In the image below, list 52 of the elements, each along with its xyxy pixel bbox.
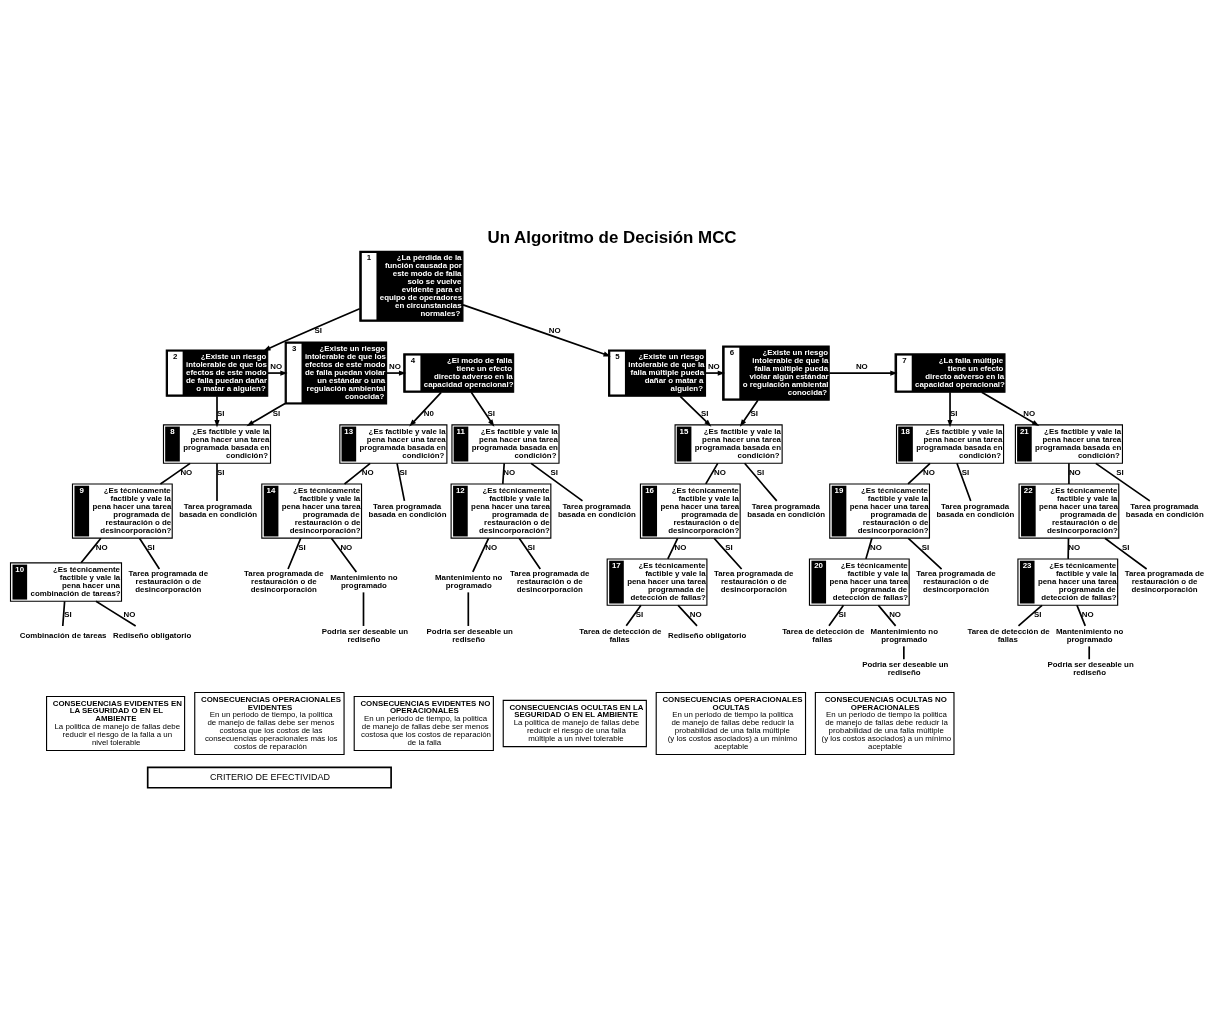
connector: [625, 603, 642, 627]
connector: [907, 536, 943, 570]
connector: [61, 600, 66, 627]
connector: [956, 462, 972, 502]
connector: [704, 462, 719, 485]
connector: [865, 536, 873, 560]
connector: [518, 536, 542, 570]
connector: [362, 591, 365, 627]
connector: [396, 462, 406, 502]
arrow: [462, 303, 611, 356]
connector: [877, 603, 897, 627]
connector: [80, 536, 102, 564]
arrow: [947, 391, 953, 427]
connector: [95, 600, 137, 627]
connector: [1088, 645, 1091, 660]
connector: [287, 536, 302, 570]
connector: [677, 603, 698, 627]
connector: [1076, 603, 1087, 627]
connector: [471, 536, 490, 573]
connector: [467, 591, 470, 627]
connector: [1067, 536, 1070, 560]
node-box: CRITERIO DE EFECTIVIDAD: [146, 766, 392, 789]
arrow: [214, 394, 220, 427]
connector: [713, 536, 743, 570]
connector: [1068, 462, 1070, 485]
connector: [159, 462, 191, 485]
connector: [667, 536, 679, 560]
arrow: [679, 394, 712, 427]
arrow: [980, 390, 1040, 426]
arrow: [828, 370, 898, 376]
connector: [743, 462, 778, 502]
arrow: [263, 307, 361, 351]
arrow: [470, 391, 495, 427]
arrow: [266, 370, 288, 376]
diagram-title: Un Algoritmo de Decisión MCC: [487, 227, 737, 247]
connector: [343, 462, 371, 485]
arrow: [385, 370, 407, 376]
connector: [828, 603, 845, 627]
connector: [216, 462, 218, 502]
connector: [1094, 462, 1151, 502]
arrow: [704, 370, 726, 376]
connector: [1017, 603, 1043, 627]
connector: [138, 536, 161, 570]
arrow: [409, 391, 443, 427]
connector: [907, 462, 931, 485]
connector: [530, 462, 584, 502]
connector: [1104, 536, 1148, 570]
arrow: [739, 398, 759, 427]
connector: [501, 462, 506, 485]
connector: [903, 645, 905, 660]
arrow: [246, 402, 286, 426]
connector: [330, 536, 358, 573]
